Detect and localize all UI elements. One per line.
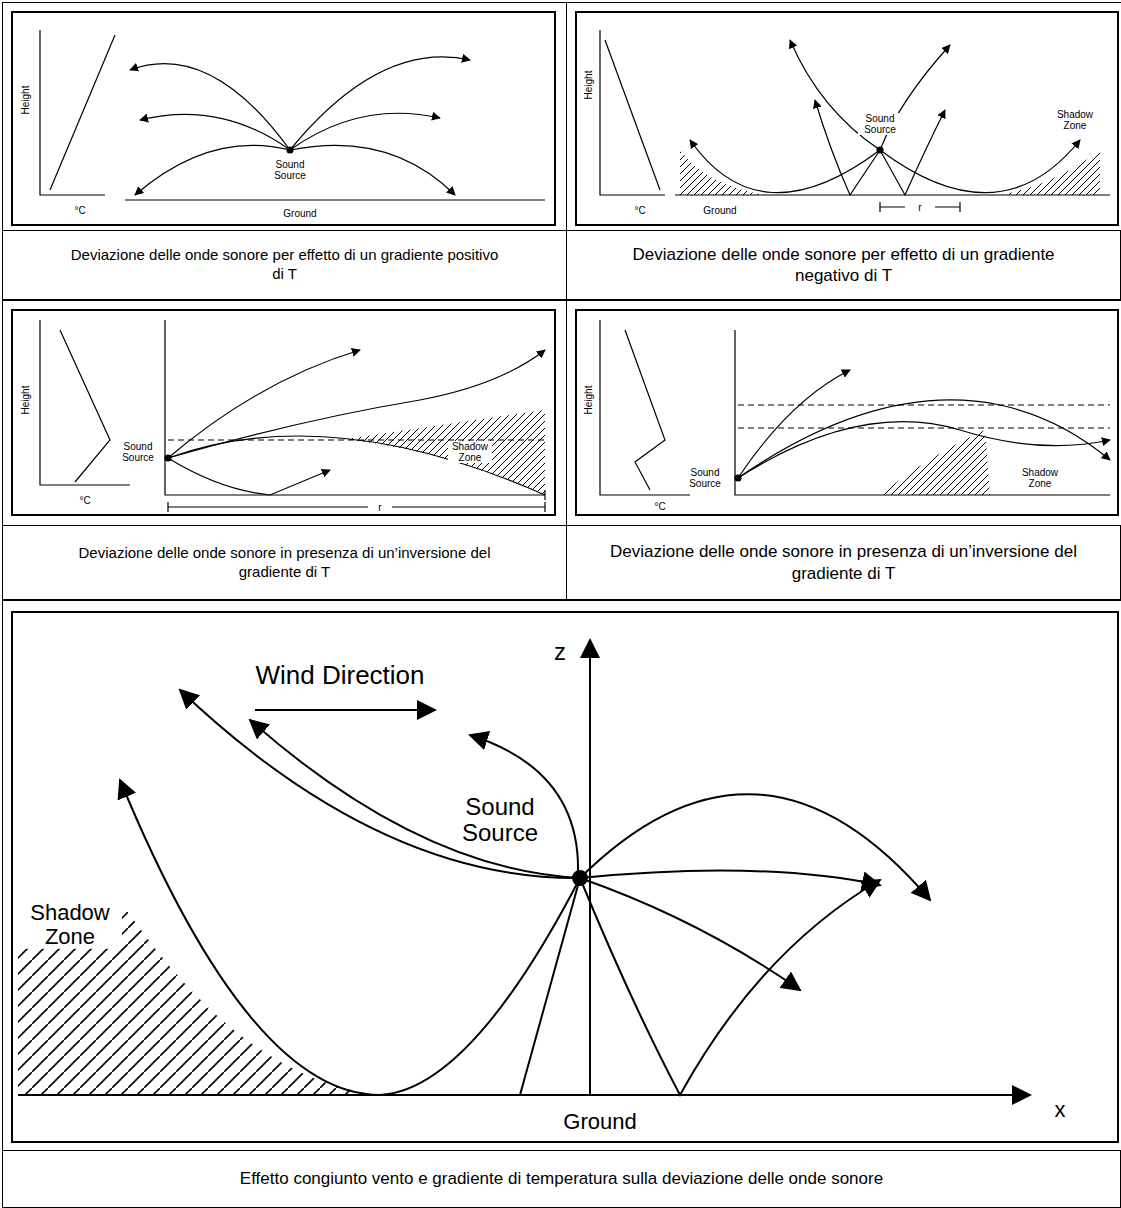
axis-label: °C [632, 205, 647, 216]
zone-label: Shadow Zone [448, 441, 492, 463]
axis-label: Height [583, 384, 594, 417]
dimension-label: r [376, 502, 383, 513]
caption-cell: Deviazione delle onde sonore in presenza… [2, 525, 567, 600]
wind-label: Wind Direction [253, 661, 426, 690]
axis-label: z [552, 639, 568, 665]
zone-label: Shadow Zone [1053, 109, 1097, 131]
caption-text: Deviazione delle onde sonore per effetto… [63, 246, 506, 284]
axis-label: Height [20, 384, 31, 417]
panel-inversion-2 [600, 320, 1110, 495]
panel-positive [40, 30, 545, 200]
ground-label: Ground [561, 1110, 638, 1134]
caption-text: Deviazione delle onde sonore in presenza… [607, 541, 1080, 584]
axis-label: Height [583, 69, 594, 102]
source-label: Sound Source [683, 467, 727, 489]
ground-label: Ground [701, 205, 738, 216]
axis-label: Height [20, 84, 31, 117]
figure-frames [12, 12, 1118, 1142]
caption-cell: Deviazione delle onde sonore in presenza… [566, 525, 1121, 600]
axis-label: °C [77, 495, 92, 506]
table-grid [3, 3, 1121, 1151]
caption-text: Effetto congiunto vento e gradiente di t… [240, 1168, 883, 1189]
caption-cell: Effetto congiunto vento e gradiente di t… [2, 1150, 1121, 1208]
dimension-label: r [916, 202, 923, 213]
axis-label: °C [72, 205, 87, 216]
axis-label: °C [652, 501, 667, 512]
zone-label: Shadow Zone [18, 901, 122, 949]
source-label: Sound Source [858, 113, 902, 135]
source-label: Sound Source [268, 159, 312, 181]
panel-wind [18, 640, 1030, 1095]
source-label: Sound Source [448, 794, 552, 847]
source-label: Sound Source [116, 441, 160, 463]
panel-negative [600, 30, 1110, 212]
panel-inversion-1 [40, 320, 545, 512]
axis-label: x [1053, 1098, 1068, 1122]
ground-label: Ground [281, 208, 318, 219]
caption-text: Deviazione delle onde sonore per effetto… [607, 244, 1080, 287]
zone-label: Shadow Zone [1018, 467, 1062, 489]
caption-text: Deviazione delle onde sonore in presenza… [63, 544, 506, 582]
caption-cell: Deviazione delle onde sonore per effetto… [2, 230, 567, 300]
caption-cell: Deviazione delle onde sonore per effetto… [566, 230, 1121, 300]
